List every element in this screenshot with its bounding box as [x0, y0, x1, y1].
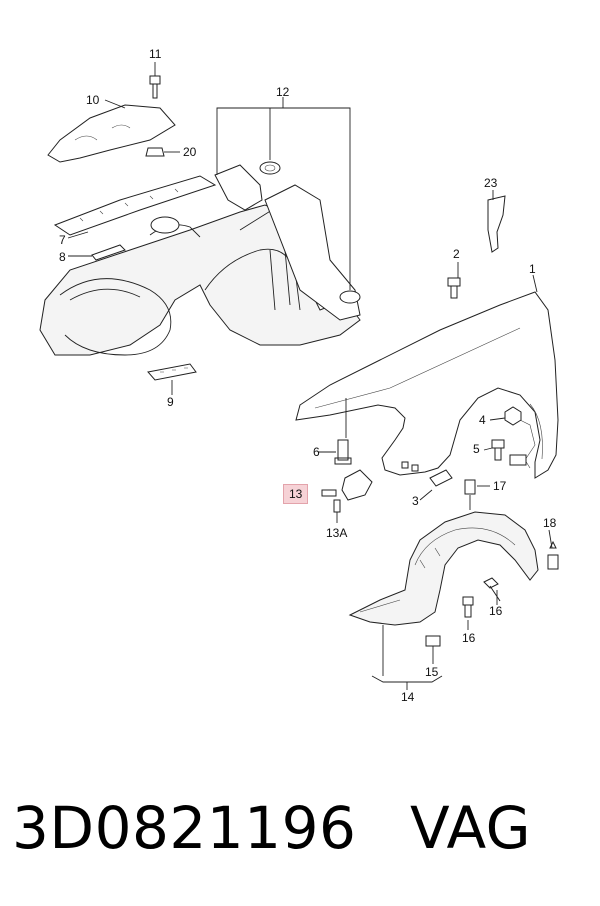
callout-8: 8: [59, 250, 66, 264]
footer: 3D0821196 VAG: [12, 794, 592, 874]
callout-13-highlighted: 13: [283, 484, 309, 504]
callout-13a: 13A: [326, 526, 348, 540]
wheel-housing-liner: [348, 511, 559, 647]
callout-16-lower: 16: [462, 631, 476, 645]
callout-23: 23: [484, 176, 498, 190]
callout-17: 17: [493, 479, 507, 493]
callout-12: 12: [276, 85, 290, 99]
callout-2: 2: [453, 247, 460, 261]
fender: [295, 277, 559, 513]
callout-18: 18: [543, 516, 557, 530]
parts-diagram: [39, 62, 559, 690]
callout-14: 14: [401, 690, 415, 704]
callout-10: 10: [86, 93, 100, 107]
callout-1: 1: [529, 262, 536, 276]
brand-name: VAG: [410, 794, 532, 862]
callout-5: 5: [473, 442, 480, 456]
callout-7: 7: [59, 233, 66, 247]
callout-3: 3: [412, 494, 419, 508]
callout-6: 6: [313, 445, 320, 459]
front-structure: [39, 75, 506, 381]
callout-11: 11: [149, 47, 162, 61]
callout-15: 15: [425, 665, 439, 679]
callout-16-right: 16: [489, 604, 503, 618]
callout-9: 9: [167, 395, 174, 409]
leader-lines-fender: [318, 262, 538, 523]
part-number: 3D0821196: [12, 794, 357, 862]
callout-4: 4: [479, 413, 486, 427]
leader-lines-liner: [371, 529, 553, 690]
callout-20: 20: [183, 145, 197, 159]
leader-lines-upper: [67, 62, 494, 395]
